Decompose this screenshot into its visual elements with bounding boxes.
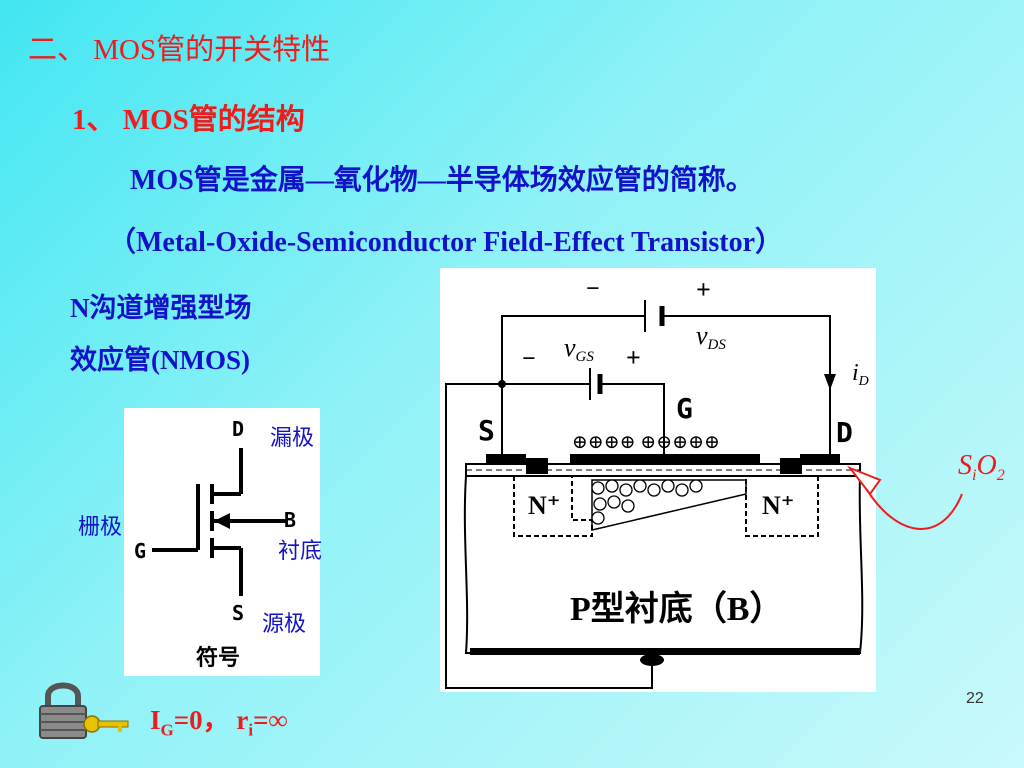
substrate-label: P型衬底（B） (570, 589, 783, 628)
section-title: 二、 MOS管的开关特性 (28, 34, 331, 66)
substrate-arrow-icon (214, 513, 230, 529)
bottom-contact (640, 654, 664, 666)
label-substrate: 衬底 (278, 539, 323, 564)
nmos-symbol-figure: D G B S 符号 (124, 408, 320, 676)
source-n-plus: N⁺ (528, 491, 561, 520)
lock-key-icon (39, 682, 129, 739)
current-arrow-icon (824, 374, 836, 390)
mos-structure-diagram: − + − + vGS vDS iD S G D ⊕⊕⊕⊕ ⊕⊕⊕⊕⊕ N⁺ N… (440, 268, 1005, 692)
id-label: iD (852, 360, 869, 389)
drain-n-plus: N⁺ (762, 491, 795, 520)
vds-plus: + (696, 275, 711, 304)
oxide-pointer-arrow-icon (846, 465, 882, 496)
drain-contact (800, 454, 840, 465)
symbol-caption: 符号 (196, 645, 240, 671)
negative-charges (591, 479, 703, 525)
junction-dot (498, 380, 506, 388)
bottom-electrode (470, 648, 860, 655)
lock-shackle (45, 682, 81, 708)
pin-s: S (232, 601, 244, 625)
symbol-background (124, 408, 320, 676)
drain-n-region (745, 475, 819, 537)
vgs-minus: − (522, 346, 536, 372)
source-notch (526, 458, 548, 474)
symbol-lines (152, 448, 286, 596)
oxide-label: SiO2 (958, 450, 1005, 484)
key-shaft (97, 720, 129, 728)
vds-label: vDS (696, 321, 726, 353)
english-name-text: （Metal-Oxide-Semiconductor Field-Effect … (108, 227, 783, 258)
page-number: 22 (966, 690, 984, 707)
drain-notch (780, 458, 802, 474)
circuit-wires (445, 315, 831, 689)
nmos-label-line2: 效应管(NMOS) (70, 345, 250, 375)
terminal-g: G (676, 392, 693, 425)
gate-current-formula: IG=0， ri=∞ (150, 705, 288, 740)
pin-b: B (284, 508, 296, 532)
terminal-s: S (478, 414, 495, 447)
vds-minus: − (586, 276, 600, 302)
source-contact (486, 454, 526, 465)
nmos-label-line1: N沟道增强型场 (70, 293, 252, 323)
vgs-plus: + (626, 343, 641, 372)
vgs-label: vGS (564, 333, 594, 365)
subsection-title: 1、 MOS管的结构 (72, 104, 305, 136)
label-source: 源极 (262, 612, 307, 637)
definition-text: MOS管是金属—氧化物—半导体场效应管的简称。 (130, 165, 754, 196)
terminal-d: D (836, 416, 853, 449)
pin-d: D (232, 417, 244, 441)
gate-metal (570, 454, 760, 465)
label-gate: 栅极 (78, 515, 123, 540)
lock-ridges (40, 713, 86, 731)
gate-positive-charges: ⊕⊕⊕⊕ ⊕⊕⊕⊕⊕ (572, 432, 720, 453)
key-tooth (118, 726, 122, 732)
label-drain: 漏极 (270, 426, 315, 451)
pin-g: G (134, 539, 146, 563)
